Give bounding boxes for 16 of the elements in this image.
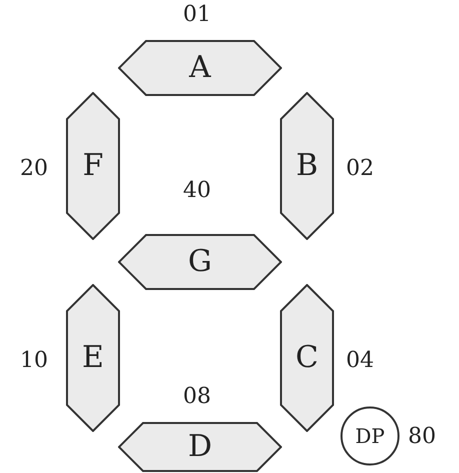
segment-letter: C [296,343,318,373]
hex-code: 80 [408,426,436,448]
hex-code: 04 [346,350,374,372]
segment-letter: DP [355,426,385,446]
segment-letter: A [189,53,211,83]
hex-code: 20 [20,158,48,180]
segment-letter: E [82,343,104,373]
segment-letter: F [82,151,104,181]
segment-letter: D [188,432,212,462]
hex-code: 40 [183,180,211,202]
hex-code: 08 [183,386,211,408]
hex-code: 10 [20,350,48,372]
segment-letter: B [296,151,318,181]
hex-code: 02 [346,158,374,180]
segment-letter: G [188,247,212,277]
hex-code: 01 [183,4,211,26]
